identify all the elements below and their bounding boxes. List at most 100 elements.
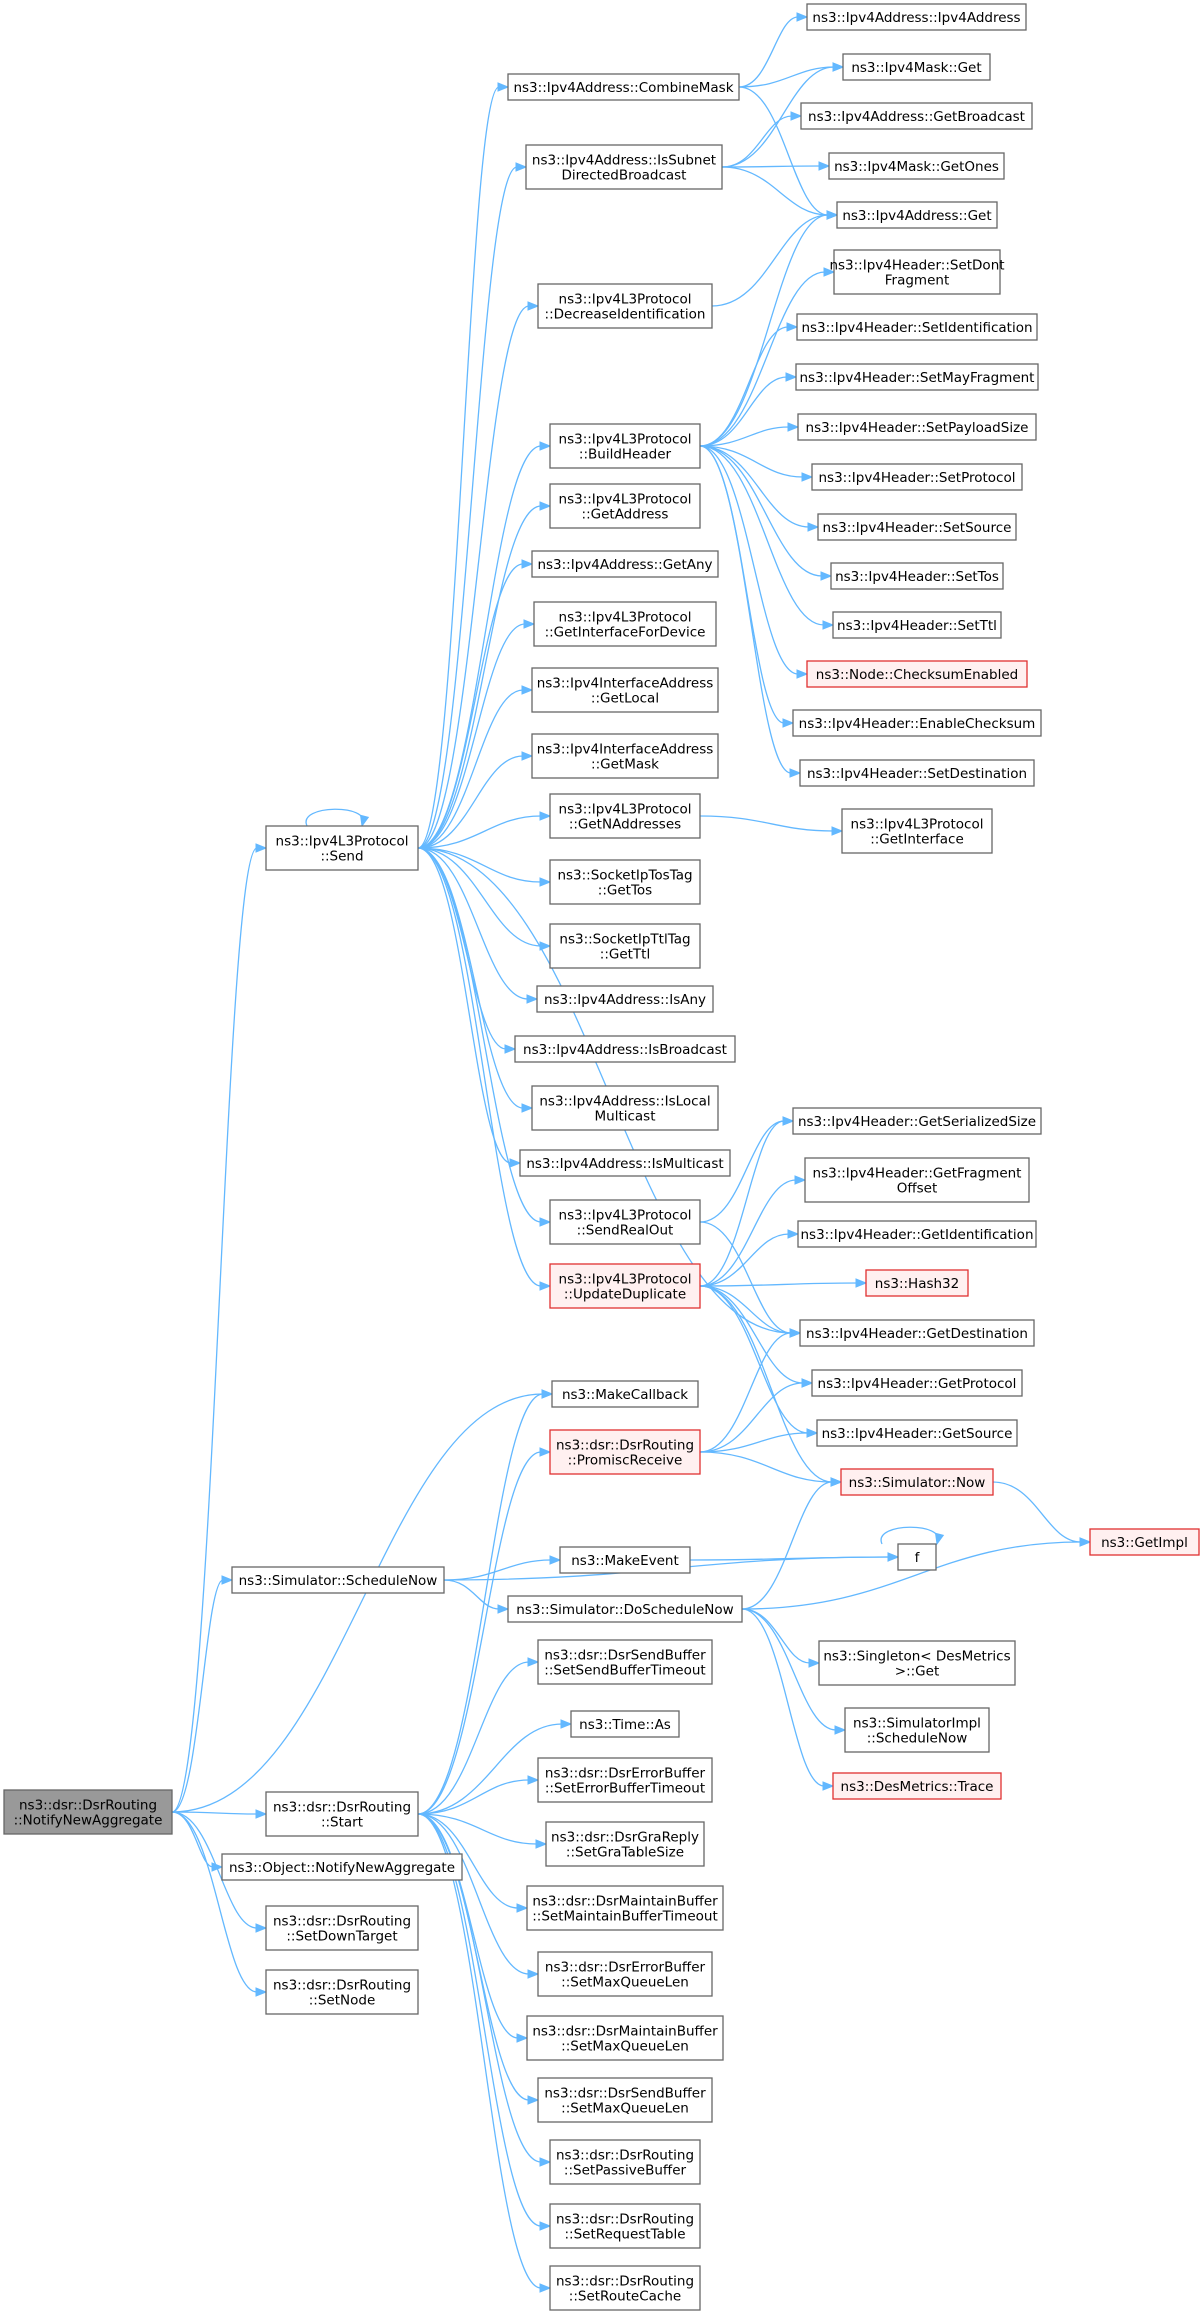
- node-promisc[interactable]: ns3::dsr::DsrRouting::PromiscReceive: [549, 1429, 701, 1475]
- edge-arrowhead: [539, 811, 552, 821]
- node-label: ::SetDownTarget: [286, 1929, 397, 1945]
- node-simImplSched[interactable]: ns3::SimulatorImpl::ScheduleNow: [844, 1707, 990, 1753]
- node-hash32[interactable]: ns3::Hash32: [865, 1269, 969, 1297]
- node-objNotify[interactable]: ns3::Object::NotifyNewAggregate: [221, 1853, 463, 1881]
- node-getAny[interactable]: ns3::Ipv4Address::GetAny: [531, 550, 719, 578]
- edge-line: [699, 1332, 792, 1453]
- node-scheduleNow[interactable]: ns3::Simulator::ScheduleNow: [231, 1566, 445, 1594]
- edge-line: [699, 1179, 797, 1287]
- node-getSerSize[interactable]: ns3::Ipv4Header::GetSerializedSize: [792, 1107, 1042, 1135]
- node-desTrace[interactable]: ns3::DesMetrics::Trace: [832, 1772, 1002, 1800]
- node-f[interactable]: f: [897, 1543, 937, 1571]
- node-label: >::Get: [895, 1664, 939, 1680]
- node-getImpl[interactable]: ns3::GetImpl: [1089, 1528, 1200, 1556]
- node-label: ns3::Ipv4Header::SetDestination: [807, 766, 1027, 782]
- edge-arrowhead: [539, 441, 552, 451]
- node-label: ns3::dsr::DsrRouting: [556, 2148, 694, 2164]
- node-setTos[interactable]: ns3::Ipv4Header::SetTos: [830, 562, 1004, 590]
- node-send[interactable]: ns3::Ipv4L3Protocol::Send: [265, 825, 419, 871]
- node-setIdent[interactable]: ns3::Ipv4Header::SetIdentification: [796, 313, 1038, 341]
- node-getSource[interactable]: ns3::Ipv4Header::GetSource: [816, 1419, 1018, 1447]
- node-setErrBufTo[interactable]: ns3::dsr::DsrErrorBuffer::SetErrorBuffer…: [537, 1757, 713, 1803]
- edge-line: [699, 815, 834, 832]
- node-setSendBufTo[interactable]: ns3::dsr::DsrSendBuffer::SetSendBufferTi…: [537, 1639, 713, 1685]
- node-setNode[interactable]: ns3::dsr::DsrRouting::SetNode: [265, 1969, 419, 2015]
- node-getOnes[interactable]: ns3::Ipv4Mask::GetOnes: [828, 152, 1005, 180]
- node-setProtocol[interactable]: ns3::Ipv4Header::SetProtocol: [811, 463, 1023, 491]
- node-box: [265, 825, 419, 871]
- edge-line: [699, 1285, 809, 1434]
- node-isBroadcast[interactable]: ns3::Ipv4Address::IsBroadcast: [514, 1035, 736, 1063]
- node-buildHeader[interactable]: ns3::Ipv4L3Protocol::BuildHeader: [549, 423, 701, 469]
- node-getIdent[interactable]: ns3::Ipv4Header::GetIdentification: [797, 1220, 1037, 1248]
- node-isAny[interactable]: ns3::Ipv4Address::IsAny: [536, 985, 714, 1013]
- node-updateDup[interactable]: ns3::Ipv4L3Protocol::UpdateDuplicate: [549, 1263, 701, 1309]
- node-box: [531, 733, 719, 779]
- node-makeCallback[interactable]: ns3::MakeCallback: [551, 1380, 699, 1408]
- edge-arrowhead: [255, 1987, 268, 1997]
- node-getTtl[interactable]: ns3::SocketIpTtlTag::GetTtl: [549, 923, 701, 969]
- node-label: ::SetMaintainBufferTimeout: [532, 1909, 718, 1925]
- node-getNAddr[interactable]: ns3::Ipv4L3Protocol::GetNAddresses: [549, 793, 701, 839]
- node-setPassive[interactable]: ns3::dsr::DsrRouting::SetPassiveBuffer: [549, 2139, 701, 2185]
- node-sendRealOut[interactable]: ns3::Ipv4L3Protocol::SendRealOut: [549, 1199, 701, 1245]
- node-combinemask[interactable]: ns3::Ipv4Address::CombineMask: [507, 73, 740, 101]
- node-doScheduleNow[interactable]: ns3::Simulator::DoScheduleNow: [507, 1595, 743, 1623]
- edge-arrowhead: [539, 877, 552, 887]
- node-decreaseId[interactable]: ns3::Ipv4L3Protocol::DecreaseIdentificat…: [537, 283, 713, 329]
- node-getProtocol[interactable]: ns3::Ipv4Header::GetProtocol: [811, 1369, 1023, 1397]
- node-setGraTable[interactable]: ns3::dsr::DsrGraReply::SetGraTableSize: [545, 1821, 705, 1867]
- node-setDest[interactable]: ns3::Ipv4Header::SetDestination: [799, 759, 1035, 787]
- node-setMaintTo[interactable]: ns3::dsr::DsrMaintainBuffer::SetMaintain…: [526, 1885, 724, 1931]
- node-box: [799, 1319, 1035, 1347]
- node-label: ::DecreaseIdentification: [545, 307, 706, 323]
- node-addrGet[interactable]: ns3::Ipv4Address::Get: [836, 201, 998, 229]
- node-isMulticast[interactable]: ns3::Ipv4Address::IsMulticast: [519, 1149, 731, 1177]
- edge-buildHeader-to-setTos: [699, 445, 833, 581]
- node-makeEvent[interactable]: ns3::MakeEvent: [559, 1546, 691, 1574]
- node-maskGet[interactable]: ns3::Ipv4Mask::Get: [842, 53, 991, 81]
- node-getMask[interactable]: ns3::Ipv4InterfaceAddress::GetMask: [531, 733, 719, 779]
- node-label: ns3::dsr::DsrRouting: [273, 1800, 411, 1816]
- node-sendMaxQ[interactable]: ns3::dsr::DsrSendBuffer::SetMaxQueueLen: [537, 2077, 713, 2123]
- node-setTtl[interactable]: ns3::Ipv4Header::SetTtl: [832, 611, 1002, 639]
- edge-arrowhead: [504, 1044, 517, 1054]
- node-notify[interactable]: ns3::dsr::DsrRouting::NotifyNewAggregate: [3, 1789, 173, 1835]
- edge-arrowhead: [934, 1532, 945, 1546]
- node-getAddress[interactable]: ns3::Ipv4L3Protocol::GetAddress: [549, 483, 701, 529]
- node-getInterface[interactable]: ns3::Ipv4L3Protocol::GetInterface: [841, 808, 993, 854]
- node-box: [549, 793, 701, 839]
- node-setDownTarget[interactable]: ns3::dsr::DsrRouting::SetDownTarget: [265, 1905, 419, 1951]
- node-getLocal[interactable]: ns3::Ipv4InterfaceAddress::GetLocal: [531, 667, 719, 713]
- node-checksumEn[interactable]: ns3::Node::ChecksumEnabled: [806, 660, 1028, 688]
- node-singletonGet[interactable]: ns3::Singleton< DesMetrics>::Get: [818, 1640, 1016, 1686]
- node-setReqTable[interactable]: ns3::dsr::DsrRouting::SetRequestTable: [549, 2203, 701, 2249]
- edge-arrowhead: [796, 669, 809, 679]
- node-setRouteCache[interactable]: ns3::dsr::DsrRouting::SetRouteCache: [549, 2265, 701, 2311]
- edge-line: [721, 115, 793, 168]
- node-maintMaxQ[interactable]: ns3::dsr::DsrMaintainBuffer::SetMaxQueue…: [526, 2015, 724, 2061]
- node-setPayload[interactable]: ns3::Ipv4Header::SetPayloadSize: [797, 413, 1037, 441]
- node-getIfForDevice[interactable]: ns3::Ipv4L3Protocol::GetInterfaceForDevi…: [533, 601, 717, 647]
- node-getDest[interactable]: ns3::Ipv4Header::GetDestination: [799, 1319, 1035, 1347]
- node-label: ns3::Ipv4Header::EnableChecksum: [799, 716, 1036, 732]
- node-getTos[interactable]: ns3::SocketIpTosTag::GetTos: [549, 859, 701, 905]
- node-box: [537, 2077, 713, 2123]
- node-start[interactable]: ns3::dsr::DsrRouting::Start: [265, 1791, 419, 1837]
- node-box: [804, 1157, 1030, 1203]
- node-isSubnet[interactable]: ns3::Ipv4Address::IsSubnetDirectedBroadc…: [525, 144, 723, 190]
- node-simNow[interactable]: ns3::Simulator::Now: [840, 1468, 994, 1496]
- node-errMaxQ[interactable]: ns3::dsr::DsrErrorBuffer::SetMaxQueueLen: [537, 1951, 713, 1997]
- edge-line: [417, 847, 542, 1287]
- node-enableChecksum[interactable]: ns3::Ipv4Header::EnableChecksum: [792, 709, 1042, 737]
- node-timeAs[interactable]: ns3::Time::As: [570, 1710, 680, 1738]
- node-setSource[interactable]: ns3::Ipv4Header::SetSource: [817, 513, 1017, 541]
- edge-send-to-send: [305, 808, 370, 828]
- node-setMayFrag[interactable]: ns3::Ipv4Header::SetMayFragment: [795, 363, 1039, 391]
- node-ipv4AddrCtor[interactable]: ns3::Ipv4Address::Ipv4Address: [806, 3, 1027, 31]
- node-label: ns3::dsr::DsrSendBuffer: [544, 1648, 706, 1664]
- node-getBroadcast[interactable]: ns3::Ipv4Address::GetBroadcast: [800, 102, 1033, 130]
